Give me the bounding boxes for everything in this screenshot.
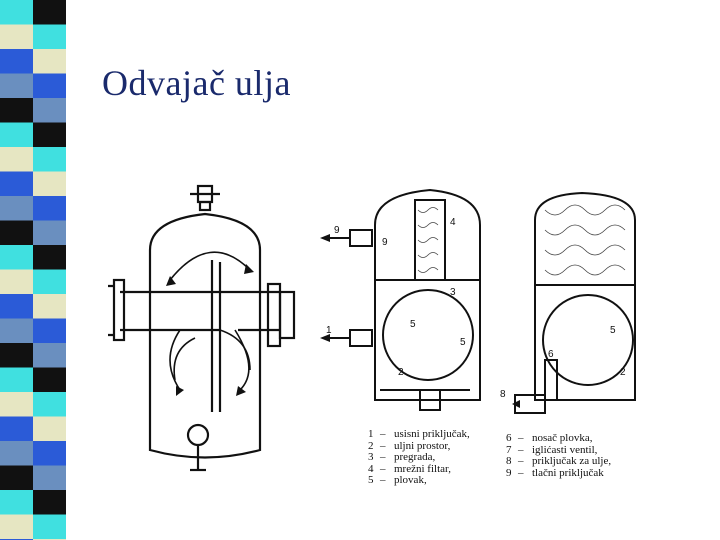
stripe-block <box>0 490 33 515</box>
stripe-block <box>0 147 33 172</box>
stripe-block <box>33 367 66 392</box>
oil-separator-drawing-1 <box>108 184 296 472</box>
legend-row: 4–mrežni filtar, <box>368 462 451 475</box>
legend-left: 1–usisni priključak, 2–uljni prostor, 3–… <box>368 428 470 487</box>
stripe-block <box>0 73 33 98</box>
stripe-block <box>33 465 66 490</box>
stripe-block <box>0 343 33 368</box>
stripe-block <box>33 318 66 343</box>
callout-label: 6 <box>548 349 554 360</box>
stripe-block <box>0 318 33 343</box>
stripe-block <box>0 220 33 245</box>
stripe-block <box>0 269 33 294</box>
callout-label: 9 <box>382 237 388 248</box>
stripe-block <box>0 122 33 147</box>
stripe-block <box>33 24 66 49</box>
stripe-block <box>0 0 33 25</box>
stripe-block <box>0 294 33 319</box>
legend-row: 8–priključak za ulje, <box>506 455 612 468</box>
stripe-block <box>0 441 33 466</box>
stripe-block <box>33 514 66 539</box>
legend-row: 2–uljni prostor, <box>368 439 451 452</box>
stripe-block <box>0 49 33 74</box>
callout-label: 1 <box>326 325 332 336</box>
stripe-block <box>0 98 33 123</box>
callout-label: 5 <box>460 337 466 348</box>
legend-row: 3–pregrada, <box>368 451 436 464</box>
callout-label: 9 <box>334 225 340 236</box>
stripe-block <box>33 269 66 294</box>
stripe-block <box>33 441 66 466</box>
legend-row: 5–plovak, <box>368 474 427 487</box>
stripe-block <box>0 392 33 417</box>
stripe-block <box>33 73 66 98</box>
stripe-block <box>33 147 66 172</box>
legend-row: 6–nosač plovka, <box>506 432 593 444</box>
stripe-block <box>0 196 33 221</box>
stripe-block <box>33 98 66 123</box>
stripe-block <box>0 465 33 490</box>
stripe-block <box>33 343 66 368</box>
stripe-block <box>33 171 66 196</box>
callout-label: 8 <box>500 389 506 400</box>
legend-right: 6–nosač plovka, 7–iglićasti ventil, 8–pr… <box>506 432 612 479</box>
stripe-block <box>33 0 66 25</box>
legend-row: 1–usisni priključak, <box>368 428 470 440</box>
stripe-block <box>33 392 66 417</box>
stripe-block <box>33 245 66 270</box>
callout-label: 5 <box>410 319 416 330</box>
callout-label: 2 <box>398 367 404 378</box>
callout-label: 4 <box>450 217 456 228</box>
stripe-block <box>0 514 33 539</box>
stripe-block <box>33 49 66 74</box>
stripe-block <box>33 220 66 245</box>
oil-separator-drawing-2: 9 9 4 3 1 5 2 8 5 6 2 5 <box>320 188 636 414</box>
stripe-block <box>0 245 33 270</box>
stripe-block <box>0 416 33 441</box>
callout-label: 2 <box>620 367 626 378</box>
decorative-stripe-band <box>0 0 66 540</box>
stripe-block <box>0 24 33 49</box>
stripe-block <box>0 367 33 392</box>
stripe-block <box>33 416 66 441</box>
stripe-block <box>33 490 66 515</box>
slide-title: Odvajač ulja <box>102 63 291 103</box>
legend-row: 7–iglićasti ventil, <box>506 443 598 456</box>
stripe-block <box>0 171 33 196</box>
stripe-block <box>33 294 66 319</box>
stripe-block <box>33 122 66 147</box>
stripe-block <box>33 196 66 221</box>
callout-label: 5 <box>610 325 616 336</box>
callout-label: 3 <box>450 287 456 298</box>
legend-row: 9–tlačni priključak <box>506 466 604 479</box>
